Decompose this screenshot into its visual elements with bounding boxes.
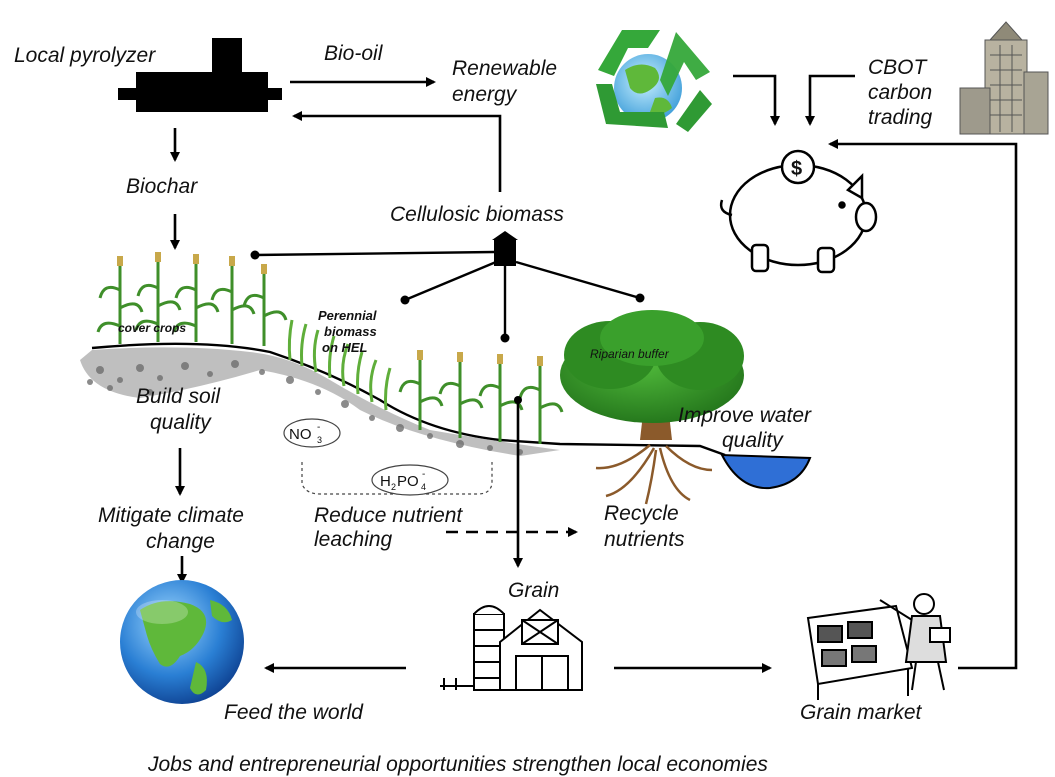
svg-text:4: 4 [421, 482, 426, 492]
grain-label: Grain [508, 579, 559, 602]
svg-text:PO: PO [397, 473, 419, 490]
renewable-to-bank-arrow [733, 74, 780, 126]
improve-water-label-line1: Improve water [678, 404, 812, 427]
local-pyrolyzer-label: Local pyrolyzer [14, 44, 156, 67]
cover-crops-label: cover crops [118, 321, 186, 335]
build-soil-label-line1: Build soil [136, 385, 221, 408]
recycle-nutrients-label-line1: Recycle [604, 502, 679, 525]
riparian-buffer-label: Riparian buffer [590, 347, 670, 361]
perennial-label-line1: Perennial [318, 308, 377, 323]
svg-text:-: - [317, 422, 320, 433]
biomass-collection-hub [250, 231, 645, 343]
svg-text:3: 3 [317, 435, 322, 445]
svg-text:2: 2 [391, 482, 396, 492]
nitrate-badge: NO 3 - [283, 418, 341, 448]
perennial-label-line2: biomass [324, 324, 377, 339]
reduce-leaching-label-line2: leaching [314, 528, 393, 551]
caption-text: Jobs and entrepreneurial opportunities s… [147, 753, 768, 776]
renewable-energy-label-line2: energy [452, 83, 518, 106]
improve-water-label-line2: quality [722, 429, 784, 452]
renewable-energy-label-line1: Renewable [452, 57, 557, 80]
cbot-label-line3: trading [868, 106, 933, 129]
recycle-nutrients-label-line2: nutrients [604, 528, 685, 551]
phosphate-badge: H 2 PO 4 - [371, 464, 449, 496]
perennial-grass-icon [287, 319, 392, 411]
svg-text:-: - [422, 469, 425, 480]
cbot-label-line1: CBOT [868, 56, 929, 79]
biomass-to-pyrolyzer-arrow [292, 111, 502, 192]
globe-icon [120, 580, 244, 704]
piggy-coin-symbol: $ [791, 158, 802, 180]
barn-silo-icon [440, 605, 583, 691]
svg-text:H: H [380, 473, 391, 490]
corn-tassels-middle [417, 350, 543, 366]
mitigate-label-line2: change [146, 530, 215, 553]
svg-text:NO: NO [289, 426, 312, 443]
recycle-globe-icon [596, 30, 712, 132]
grain-market-vendor-icon [806, 593, 951, 700]
pyrolyzer-icon [118, 38, 282, 112]
corn-tassels-left [117, 252, 267, 274]
market-to-bank-arrow [828, 139, 1018, 670]
corn-field-middle-icon [398, 358, 564, 444]
bio-oil-label: Bio-oil [324, 42, 384, 65]
piggy-bank-icon [719, 149, 878, 274]
cbot-label-line2: carbon [868, 81, 932, 104]
perennial-label-line3: on HEL [322, 340, 368, 355]
grain-market-label: Grain market [800, 701, 923, 724]
build-soil-label-line2: quality [150, 411, 212, 434]
corn-field-left-icon [96, 260, 288, 346]
riparian-tree-icon [560, 310, 744, 505]
field-to-grain-origin [514, 396, 522, 404]
reduce-leaching-label-line1: Reduce nutrient [314, 504, 463, 527]
mitigate-label-line1: Mitigate climate [98, 504, 244, 527]
cellulosic-biomass-label: Cellulosic biomass [390, 203, 564, 226]
cbot-to-bank-arrow [805, 74, 855, 126]
feed-world-label: Feed the world [224, 701, 364, 724]
cbot-building-icon [959, 21, 1049, 135]
biochar-label: Biochar [126, 175, 198, 198]
